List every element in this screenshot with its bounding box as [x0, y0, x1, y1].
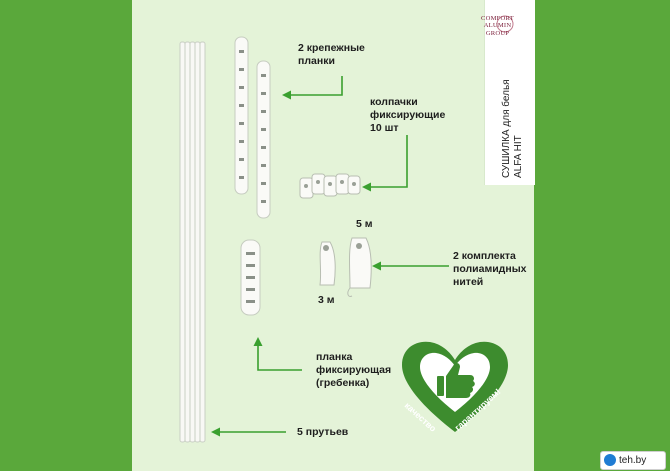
label-strips-text: 2 крепежные планки — [298, 42, 365, 68]
label-3m: 3 м — [318, 294, 335, 307]
label-rods-value: 5 прутьев — [297, 426, 349, 438]
rods-bundle — [179, 41, 206, 443]
watermark-text: teh.by — [619, 455, 647, 466]
arrow-icon — [217, 76, 449, 433]
thread-set-5m — [347, 237, 372, 297]
brand-line3: GROUP — [485, 29, 510, 37]
left-green-border — [0, 0, 132, 471]
brand-line2: ALUMIN — [483, 22, 512, 30]
product-title-line2: ALFA HIT — [513, 135, 524, 178]
label-5m-value: 5 м — [356, 218, 373, 230]
label-5m: 5 м — [356, 218, 373, 231]
label-threads-value: 2 комплекта полиамидных нитей — [453, 250, 527, 288]
label-comb-value: планка фиксирующая (гребенка) — [316, 351, 392, 389]
label-rods: 5 прутьев — [297, 426, 348, 439]
label-comb: планка фиксирующая (гребенка) — [316, 351, 391, 390]
brand-logo: COMFORT ALUMIN GROUP — [470, 15, 525, 37]
teh-logo-icon — [604, 454, 616, 466]
label-strips-value: 2 крепежные планки — [298, 42, 365, 67]
label-caps-value: колпачки фиксирующие 10 шт — [370, 96, 446, 134]
mounting-strip-1 — [234, 36, 249, 195]
product-title-line1: СУШИЛКА для белья — [501, 79, 512, 178]
label-threads: 2 комплекта полиамидных нитей — [453, 250, 527, 289]
mounting-strip-2 — [256, 60, 271, 219]
brand-line1: COMFORT — [481, 15, 514, 22]
label-3m-value: 3 м — [318, 294, 335, 306]
brand-logo-icon — [496, 15, 514, 33]
fixing-caps — [299, 173, 361, 199]
right-green-border — [534, 0, 670, 471]
watermark: teh.by — [600, 451, 666, 470]
comb-strip — [240, 239, 261, 316]
thumbs-up-icon — [437, 363, 475, 398]
label-caps: колпачки фиксирующие 10 шт — [370, 96, 445, 135]
product-title: СУШИЛКА для белья ALFA HIT — [499, 52, 529, 180]
thread-set-3m — [319, 241, 336, 286]
